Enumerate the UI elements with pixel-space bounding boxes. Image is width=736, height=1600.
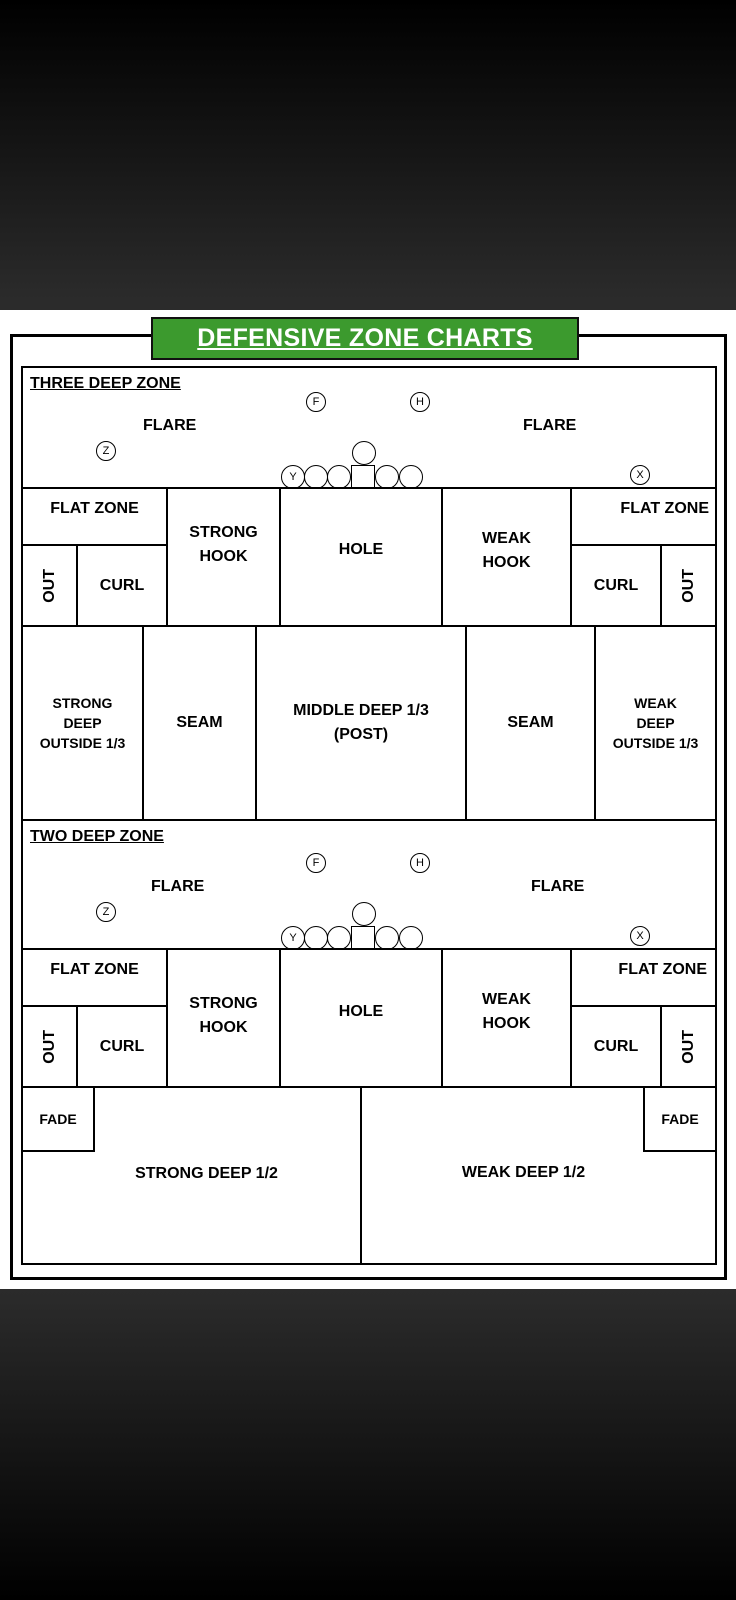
center-square [351,465,375,489]
line-circle [399,926,423,950]
strong-deep-line2: DEEP [63,714,102,731]
curl-right-label: CURL [593,1037,639,1055]
middle-deep-line1: MIDDLE DEEP 1/3 [293,702,429,719]
weak-deep-line1: WEAK [634,694,677,711]
player-y: Y [281,465,305,489]
strong-deep-line1: STRONG [52,694,113,711]
strong-hook-zone: STRONG HOOK [166,487,281,627]
out-left-label: OUT [40,1029,58,1064]
flat-zone-left-label: FLAT ZONE [50,961,139,978]
strong-hook-label: STRONG HOOK [189,524,258,565]
line-circle [327,926,351,950]
fade-right-label: FADE [661,1110,699,1127]
weak-hook-label: WEAK HOOK [482,530,531,571]
flat-zone-right: FLAT ZONE [570,487,717,546]
weak-deep-label: WEAK DEEP OUTSIDE 1/3 [613,693,699,754]
curl-zone-left: CURL [76,1005,168,1088]
flat-zone-right-label: FLAT ZONE [618,961,707,978]
line-circle [375,465,399,489]
flat-zone-left: FLAT ZONE [21,948,168,1007]
strong-deep-outside-zone: STRONG DEEP OUTSIDE 1/3 [21,625,144,821]
strong-deep-half-label: STRONG DEEP 1/2 [135,1165,278,1182]
middle-deep-zone: MIDDLE DEEP 1/3 (POST) [255,625,467,821]
line-circle [375,926,399,950]
seam-zone-right: SEAM [465,625,596,821]
weak-deep-outside-zone: WEAK DEEP OUTSIDE 1/3 [594,625,717,821]
out-zone-left: OUT [21,544,78,627]
flare-left-label: FLARE [151,878,205,895]
line-circle [304,926,328,950]
flare-right-label: FLARE [531,878,585,895]
player-z: Z [96,902,116,922]
hole-zone: HOLE [279,487,443,627]
flat-zone-left-label: FLAT ZONE [50,500,139,517]
title-banner: DEFENSIVE ZONE CHARTS [151,317,579,360]
player-h: H [410,392,430,412]
curl-right-label: CURL [593,576,639,594]
flare-right-label: FLARE [523,417,577,434]
qb-circle [352,441,376,465]
flat-zone-left: FLAT ZONE [21,487,168,546]
out-zone-right: OUT [660,1005,717,1088]
player-h: H [410,853,430,873]
weak-hook-zone: WEAK HOOK [441,948,572,1088]
player-x: X [630,465,650,485]
curl-left-label: CURL [99,1037,145,1055]
qb-circle [352,902,376,926]
fade-left-label: FADE [39,1110,77,1127]
curl-zone-left: CURL [76,544,168,627]
two-deep-title: TWO DEEP ZONE [30,828,164,845]
weak-hook-zone: WEAK HOOK [441,487,572,627]
strong-deep-half-zone: STRONG DEEP 1/2 [21,1086,362,1265]
out-left-label: OUT [40,568,58,603]
hole-label: HOLE [338,1003,384,1020]
strong-deep-label: STRONG DEEP OUTSIDE 1/3 [40,693,126,754]
flat-zone-right-label: FLAT ZONE [620,500,709,517]
weak-deep-line2: DEEP [636,714,675,731]
curl-zone-right: CURL [570,544,662,627]
hole-label: HOLE [338,541,384,558]
strong-hook-zone: STRONG HOOK [166,948,281,1088]
seam-right-label: SEAM [507,714,554,731]
player-f: F [306,392,326,412]
strong-hook-label: STRONG HOOK [189,995,258,1036]
fade-zone-right: FADE [643,1086,717,1152]
line-circle [327,465,351,489]
curl-left-label: CURL [99,576,145,594]
weak-deep-half-label: WEAK DEEP 1/2 [461,1164,586,1181]
center-square [351,926,375,950]
line-circle [399,465,423,489]
player-x: X [630,926,650,946]
player-z: Z [96,441,116,461]
flare-left-label: FLARE [143,417,197,434]
strong-deep-line3: OUTSIDE 1/3 [39,735,126,752]
three-deep-title: THREE DEEP ZONE [30,375,181,392]
hole-zone: HOLE [279,948,443,1088]
middle-deep-label: MIDDLE DEEP 1/3 (POST) [293,699,429,747]
fade-zone-left: FADE [21,1086,95,1152]
weak-deep-line3: OUTSIDE 1/3 [612,735,699,752]
out-zone-left: OUT [21,1005,78,1088]
flat-zone-right: FLAT ZONE [570,948,717,1007]
middle-deep-line2: (POST) [333,726,389,743]
out-zone-right: OUT [660,544,717,627]
player-y: Y [281,926,305,950]
weak-hook-label: WEAK HOOK [482,991,531,1032]
page-title: DEFENSIVE ZONE CHARTS [197,324,533,352]
seam-zone-left: SEAM [142,625,257,821]
out-right-label: OUT [679,1029,697,1064]
seam-left-label: SEAM [176,714,223,731]
curl-zone-right: CURL [570,1005,662,1088]
out-right-label: OUT [679,568,697,603]
line-circle [304,465,328,489]
player-f: F [306,853,326,873]
